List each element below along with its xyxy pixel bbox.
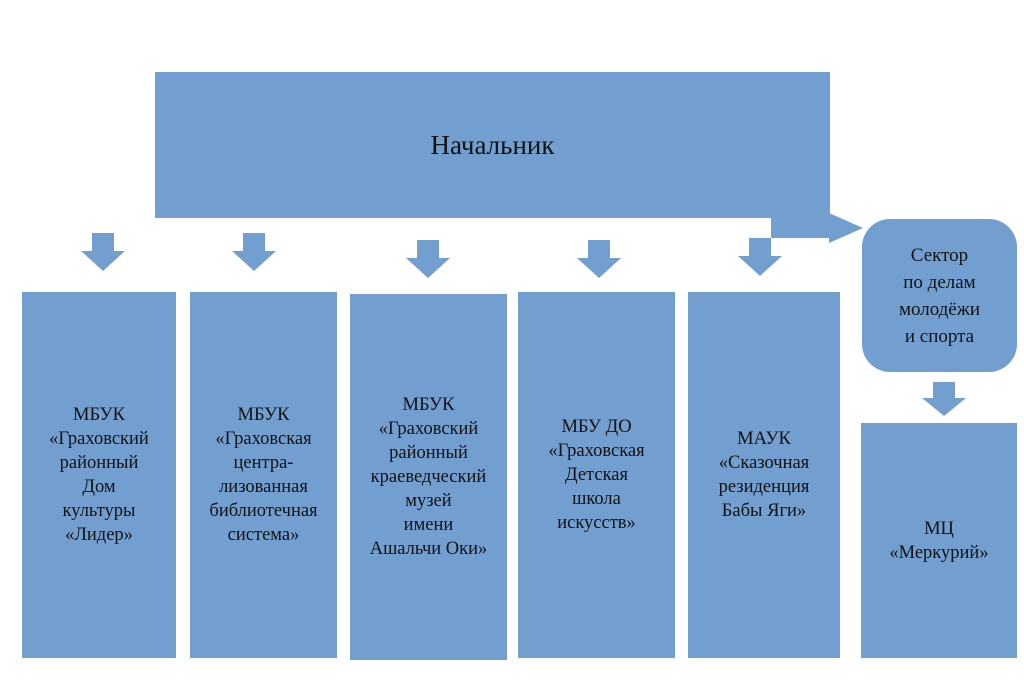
org-node-1: МБУК «Граховский районный Дом культуры «… bbox=[22, 292, 176, 658]
down-arrow-1 bbox=[81, 233, 125, 271]
sector-child-node: МЦ «Меркурий» bbox=[861, 423, 1017, 658]
org-node-4: МБУ ДО «Граховская Детская школа искусст… bbox=[518, 292, 675, 658]
down-arrow-3 bbox=[406, 240, 450, 278]
org-node-1-label: МБУК «Граховский районный Дом культуры «… bbox=[49, 405, 149, 545]
org-node-5-label: МАУК «Сказочная резиденция Бабы Яги» bbox=[718, 429, 810, 521]
head-node-label: Начальник bbox=[430, 129, 555, 160]
down-arrow-4 bbox=[577, 240, 621, 278]
head-node: Начальник bbox=[155, 72, 830, 218]
org-node-4-label: МБУ ДО «Граховская Детская школа искусст… bbox=[548, 417, 645, 533]
org-node-3-label: МБУК «Граховский районный краеведческий … bbox=[369, 395, 488, 559]
org-node-3: МБУК «Граховский районный краеведческий … bbox=[350, 294, 507, 660]
org-node-2: МБУК «Граховская центра- лизованная библ… bbox=[190, 292, 337, 658]
head-to-sector-arrow bbox=[771, 213, 863, 243]
sector-node-label: Сектор по делам молодёжи и спорта bbox=[898, 244, 981, 347]
org-node-2-label: МБУК «Граховская центра- лизованная библ… bbox=[209, 405, 318, 545]
down-arrow-2 bbox=[232, 233, 276, 271]
sector-child-node-label: МЦ «Меркурий» bbox=[889, 518, 989, 563]
down-arrow-5 bbox=[738, 238, 782, 276]
sector-down-arrow bbox=[922, 382, 966, 416]
sector-node: Сектор по делам молодёжи и спорта bbox=[862, 219, 1017, 372]
org-node-5: МАУК «Сказочная резиденция Бабы Яги» bbox=[688, 292, 840, 658]
